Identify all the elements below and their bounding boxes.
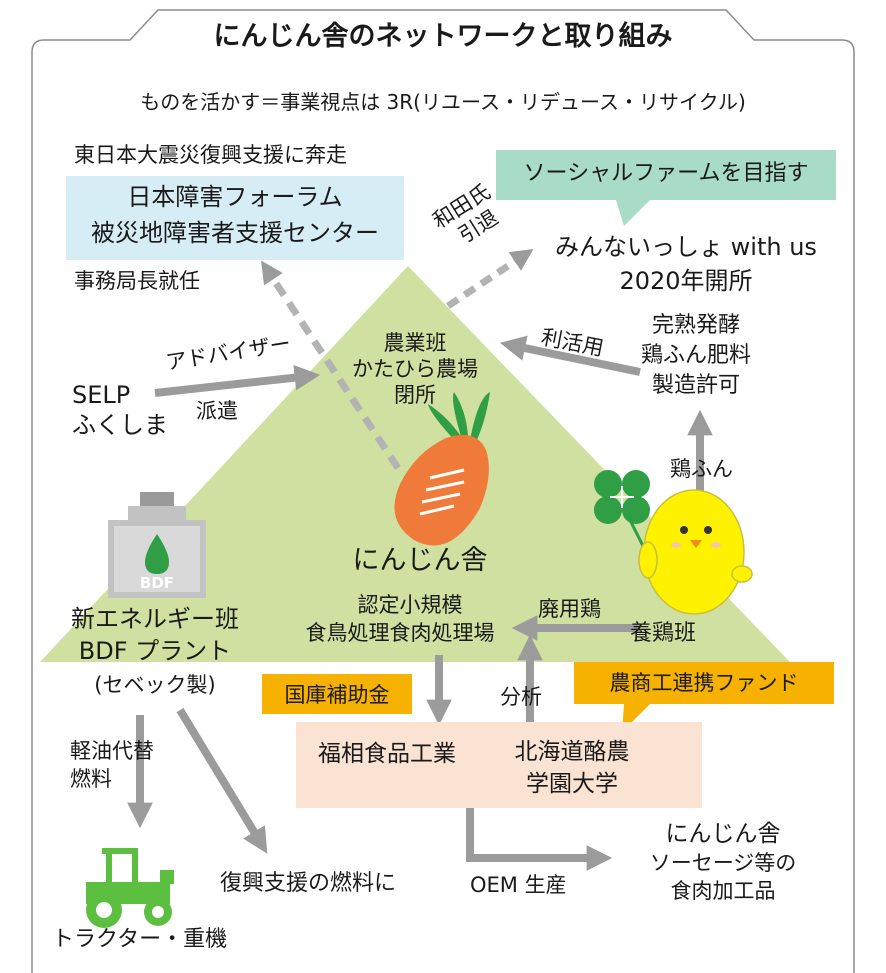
- fund-label: 農商工連携ファンド: [609, 671, 799, 695]
- bdf-can-label: BDF: [139, 574, 175, 592]
- arrow-dashed-to-minnai: [446, 249, 534, 309]
- forum-caption-bottom: 事務局長就任: [74, 269, 200, 293]
- products-line2: ソーセージ等の: [649, 851, 797, 875]
- subsidy-label-bg: [262, 674, 412, 714]
- agri-farm: かたひら農場: [352, 357, 478, 381]
- bdf-plant: BDF プラント: [78, 637, 232, 665]
- products-line3: 食肉加工品: [670, 879, 776, 903]
- analysis-label: 分析: [500, 685, 542, 709]
- agri-team: 農業班: [383, 331, 447, 355]
- slaughter-line1: 認定小規模: [357, 593, 463, 617]
- social-farm-bubble: [496, 150, 836, 226]
- center-name: にんじん舎: [352, 545, 488, 576]
- oem-label: OEM 生産: [470, 873, 567, 897]
- arrow-compost-to-agri: [499, 335, 641, 376]
- spent-hen-label: 廃用鶏: [538, 597, 601, 621]
- arrow-oem-to-products: [466, 784, 613, 871]
- tractor-illustration: [86, 848, 174, 928]
- bdf-maker: (セベック製): [94, 673, 216, 697]
- compost-line3: 製造許可: [651, 373, 740, 398]
- subtitle: ものを活かす＝事業視点は 3R(リユース・リデュース・リサイクル): [140, 90, 746, 114]
- subsidy-label: 国庫補助金: [284, 683, 390, 707]
- chick-illustration: [638, 489, 753, 615]
- carrot-illustration: [394, 392, 490, 546]
- selp-dispatch: 派遣: [196, 399, 238, 423]
- energy-team: 新エネルギー班: [71, 605, 239, 633]
- forum-name: 日本障害フォーラム: [127, 183, 343, 211]
- forum-center: 被災地障害者支援センター: [91, 219, 379, 247]
- frame-outline: [31, 9, 855, 973]
- recovery-fuel: 復興支援の燃料に: [220, 871, 397, 896]
- forum-box: [66, 176, 404, 260]
- minnai-name: みんないっしょ with us: [555, 233, 817, 261]
- agri-closed: 閉所: [394, 383, 436, 407]
- bdf-canister-illustration: [108, 492, 206, 598]
- slaughter-line2: 食鳥処理食肉処理場: [305, 621, 495, 645]
- arrow-dashed-to-forum: [261, 260, 401, 470]
- compost-line1: 完熟発酵: [651, 313, 740, 338]
- arrow-selp-to-agri: [154, 364, 321, 397]
- products-line1: にんじん舎: [665, 821, 781, 847]
- tractor-label: トラクター・重機: [52, 927, 228, 952]
- compost-line2: 鶏ふん肥料: [640, 343, 751, 368]
- selp-name: SELP: [72, 381, 131, 409]
- selp-location: ふくしま: [72, 411, 168, 439]
- diesel-line2: 燃料: [70, 767, 112, 791]
- page-title: にんじん舎のネットワークと取り組み: [213, 21, 673, 52]
- arrow-bdf-to-recovery: [176, 707, 268, 854]
- rakuno-line2: 学園大学: [526, 771, 618, 797]
- forum-caption-top: 東日本大震災復興支援に奔走: [74, 143, 347, 167]
- diesel-line1: 軽油代替: [70, 739, 154, 763]
- partner-box: [296, 722, 702, 808]
- minnai-opened: 2020年開所: [619, 267, 753, 295]
- poultry-team: 養鶏班: [630, 621, 697, 646]
- social-farm-label: ソーシャルファームを目指す: [523, 161, 809, 186]
- manure-label: 鶏ふん: [670, 457, 733, 481]
- fukuso-name: 福相食品工業: [318, 741, 456, 767]
- rakuno-line1: 北海道酪農: [514, 739, 630, 765]
- fund-label-bg: [574, 662, 834, 732]
